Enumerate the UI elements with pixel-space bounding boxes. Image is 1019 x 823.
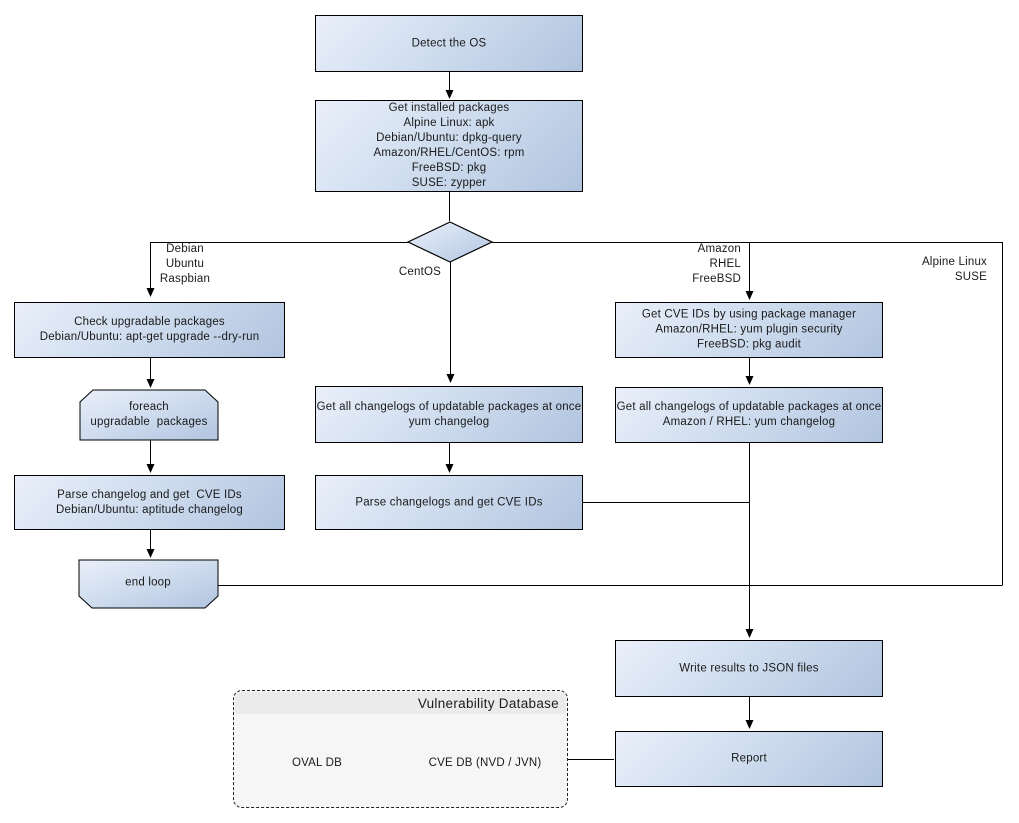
node-get-changelogs-centos: Get all changelogs of updatable packages… (315, 386, 583, 443)
node-write-results: Write results to JSON files (615, 640, 883, 697)
vulnerability-database-title: Vulnerability Database (417, 695, 559, 711)
branch-label-centos: CentOS (398, 266, 441, 278)
node-parse-changelogs-centos-label: Parse changelogs and get CVE IDs (355, 496, 543, 508)
node-parse-changelog-deb: Parse changelog and get CVE IDs Debian/U… (14, 475, 285, 530)
branch-label-debian: Debian Ubuntu Raspbian (159, 243, 211, 285)
node-detect-os-label: Detect the OS (411, 37, 487, 49)
node-get-installed-packages: Get installed packages Alpine Linux: apk… (315, 100, 583, 192)
branch-label-amazon: Amazon RHEL FreeBSD (692, 243, 741, 285)
node-report: Report (615, 731, 883, 787)
end-loop-shape (78, 559, 219, 609)
vulnerability-database-container: Vulnerability Database (233, 690, 568, 808)
node-get-cve-ids-pkg-mgr-label: Get CVE IDs by using package manager Ama… (641, 308, 857, 351)
branch-label-alpine: Alpine Linux SUSE (921, 256, 987, 283)
oval-db-label: OVAL DB (292, 757, 342, 769)
node-parse-changelogs-centos: Parse changelogs and get CVE IDs (315, 475, 583, 530)
cve-db-label: CVE DB (NVD / JVN) (428, 757, 542, 769)
vulnerability-database-header: Vulnerability Database (235, 692, 566, 714)
node-get-changelogs-amazon-label: Get all changelogs of updatable packages… (616, 401, 882, 428)
node-detect-os: Detect the OS (315, 15, 583, 72)
node-check-upgradable-label: Check upgradable packages Debian/Ubuntu:… (39, 316, 260, 343)
node-get-changelogs-amazon: Get all changelogs of updatable packages… (615, 387, 883, 443)
node-write-results-label: Write results to JSON files (679, 662, 819, 674)
arrow-branch-debian (146, 242, 408, 297)
node-get-changelogs-centos-label: Get all changelogs of updatable packages… (316, 400, 582, 428)
foreach-loop-shape (79, 389, 219, 441)
node-check-upgradable: Check upgradable packages Debian/Ubuntu:… (14, 302, 285, 358)
node-foreach-label: foreach upgradable packages (90, 401, 208, 428)
node-report-label: Report (731, 752, 767, 765)
line-branch-alpine (492, 242, 1003, 585)
node-end-loop-label: end loop (125, 576, 171, 589)
node-get-installed-packages-label: Get installed packages Alpine Linux: apk… (373, 102, 525, 189)
os-decision-diamond (406, 221, 494, 263)
node-get-cve-ids-pkg-mgr: Get CVE IDs by using package manager Ama… (615, 302, 883, 358)
node-parse-changelog-deb-label: Parse changelog and get CVE IDs Debian/U… (56, 488, 243, 516)
